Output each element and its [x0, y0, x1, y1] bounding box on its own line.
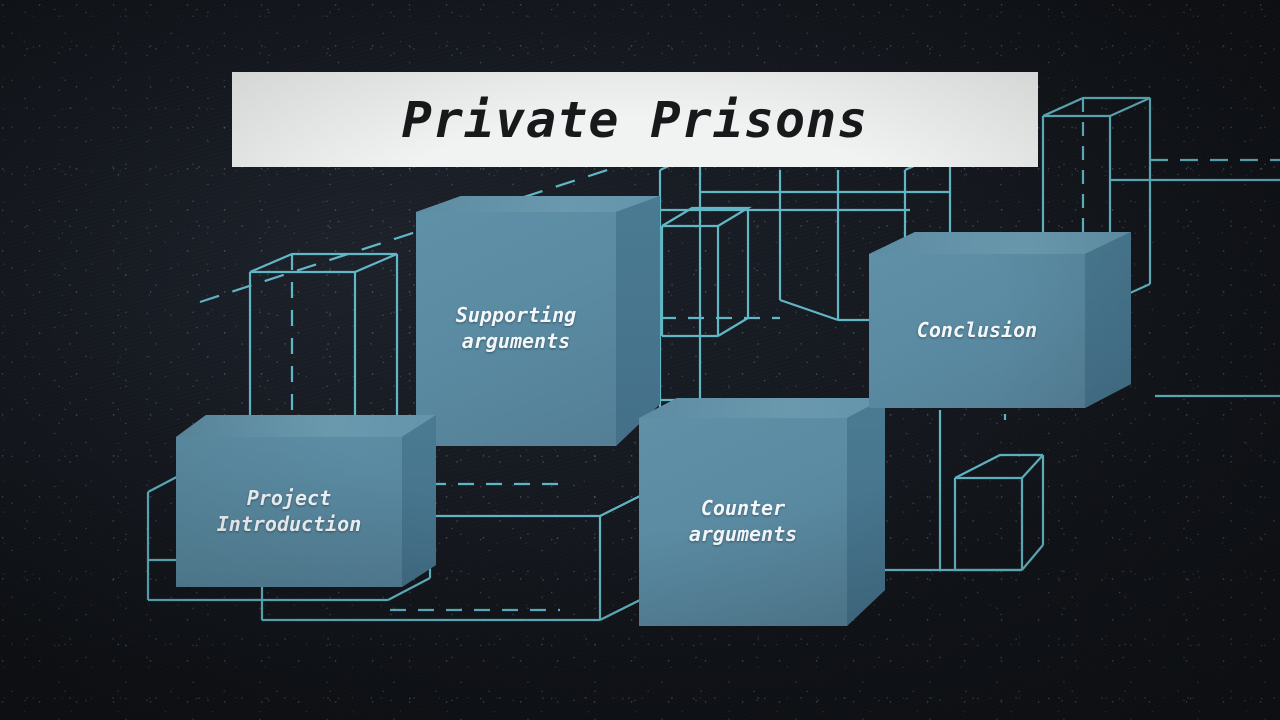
cube-front-face: [416, 212, 616, 446]
cube-side-face: [402, 415, 436, 587]
title-banner: Private Prisons: [232, 72, 1038, 167]
page-title: Private Prisons: [402, 91, 869, 149]
wireframe-box-center-small: [660, 206, 752, 338]
cube-side-face: [616, 196, 660, 446]
cube-front-face: [639, 418, 847, 626]
cube-front-face: [176, 437, 402, 587]
cube-side-face: [847, 398, 885, 626]
cube-top-face: [176, 415, 436, 437]
cube-conclusion[interactable]: Conclusion: [869, 232, 1131, 408]
cube-top-face: [869, 232, 1131, 254]
wireframe-diagonal-upper: [199, 138, 701, 304]
cube-front-face: [869, 254, 1085, 408]
cube-top-face: [416, 196, 660, 212]
cube-top-face: [639, 398, 885, 418]
cube-side-face: [1085, 232, 1131, 408]
